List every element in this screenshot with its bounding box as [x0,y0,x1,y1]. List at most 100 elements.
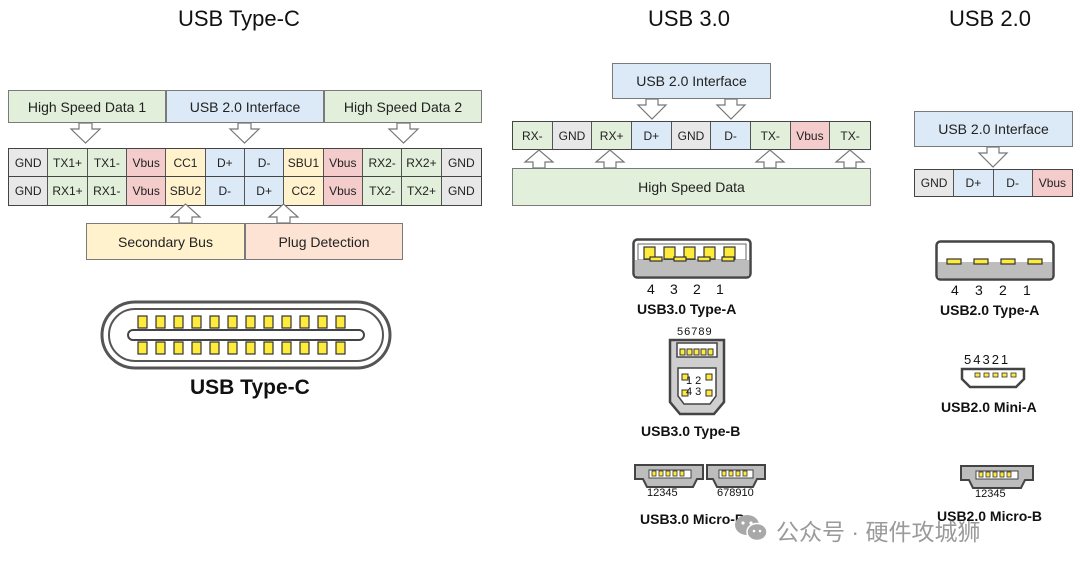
wechat-icon [735,515,768,542]
typec-contact-pin [335,315,346,329]
usb3-type-b-inner-top: 1 2 [686,375,702,387]
usb3-type-b-label: USB3.0 Type-B [641,423,741,439]
typec-contact-pin [155,341,166,355]
pin-d-plus: D+ [631,122,672,149]
typec-secondary-bus: Secondary Bus [86,223,245,260]
typec-contact-pin [245,315,256,329]
typec-contact-pin [227,315,238,329]
typec-usb2-interface: USB 2.0 Interface [166,90,324,123]
pin-rx2-plus: RX2+ [402,149,442,176]
pin-tx1-plus: TX1+ [48,149,88,176]
typec-contact-pin [173,315,184,329]
typec-connector-pins-bottom [137,341,346,355]
pin-rx1-plus: RX1+ [48,177,88,205]
usb3-micro-b-right-numbers: 678910 [717,487,754,499]
pin-d-minus: D- [244,149,285,176]
pin-gnd: GND [9,149,49,176]
typec-arrow-hsd2 [387,122,420,144]
typec-contact-pin [137,315,148,329]
pin-gnd: GND [441,149,481,176]
typec-plug-detection: Plug Detection [245,223,403,260]
typec-contact-pin [281,341,292,355]
pin-vbus: Vbus [323,149,363,176]
typec-arrow-hsd1 [69,122,102,144]
pin-gnd: GND [9,177,49,205]
usb3-type-b-drawing [668,338,726,416]
usb3-type-a-drawing [632,238,752,279]
usb2-arrow-down [977,146,1009,168]
typec-contact-pin [299,315,310,329]
pin-sbu2: SBU2 [166,177,206,205]
pin-vbus: Vbus [1032,170,1072,196]
usb2-type-a-label: USB2.0 Type-A [940,302,1040,318]
pin-cc2: CC2 [284,177,324,205]
typec-contact-pin [173,341,184,355]
pin-vbus: Vbus [126,149,167,176]
usb2-mini-a-drawing [960,367,1026,389]
typec-connector-pins-top [137,315,346,329]
usb3-micro-b-left-numbers: 12345 [647,487,678,499]
pin-tx2-plus: TX2+ [402,177,442,205]
pin-gnd: GND [915,170,955,196]
typec-arrow-plug [267,203,300,224]
usb2-micro-b-label: USB2.0 Micro-B [937,508,1043,524]
usb2-title: USB 2.0 [949,6,1031,31]
pin-rx-plus: RX+ [592,122,632,149]
typec-contact-pin [209,341,220,355]
usb3-high-speed-data: High Speed Data [512,168,871,206]
pin-vbus: Vbus [126,177,167,205]
typec-contact-pin [317,341,328,355]
usb3-title: USB 3.0 [648,6,730,31]
usb3-arrows-up [523,149,866,169]
typec-contact-pin [263,341,274,355]
pin-d-minus: D- [711,122,751,149]
pin-rx-minus: RX- [513,122,553,149]
typec-arrows-up [169,203,300,224]
pin-sbu1: SBU1 [284,149,324,176]
typec-contact-pin [191,341,202,355]
usb2-usb2-interface: USB 2.0 Interface [914,111,1073,147]
usb2-mini-a-label: USB2.0 Mini-A [941,399,1037,415]
typec-contact-pin [299,341,310,355]
pin-d-plus: D+ [205,149,245,176]
pin-cc1: CC1 [166,149,206,176]
usb3-type-b-inner-bottom: 4 3 [686,386,702,398]
typec-high-speed-data-2: High Speed Data 2 [324,90,482,123]
typec-contact-pin [137,341,148,355]
pin-rx2-minus: RX2- [362,149,403,176]
typec-contact-pin [245,341,256,355]
pin-gnd: GND [552,122,593,149]
typec-arrow-usb2 [228,122,261,144]
usb2-mini-a-numbers: 54321 [964,352,1011,367]
usb3-arrows-down [636,98,747,120]
pin-rx1-minus: RX1- [87,177,127,205]
typec-contact-pin [263,315,274,329]
typec-arrows-down [69,122,420,144]
pin-d-plus: D+ [954,170,994,196]
pin-gnd: GND [671,122,712,149]
usb3-micro-b-drawing [634,464,766,488]
pin-d-minus: D- [993,170,1033,196]
typec-contact-pin [227,341,238,355]
pin-vbus: Vbus [323,177,363,205]
pin-gnd: GND [441,177,481,205]
typec-contact-pin [317,315,328,329]
usb2-type-a-drawing [935,240,1055,281]
usb2-micro-b-drawing [960,465,1034,489]
typec-contact-pin [335,341,346,355]
pin-d-plus: D+ [244,177,285,205]
pin-tx-minus: TX- [750,122,791,149]
typec-high-speed-data-1: High Speed Data 1 [8,90,166,123]
usb3-micro-b-label: USB3.0 Micro-B [640,511,746,527]
typec-contact-pin [155,315,166,329]
usb3-type-b-top-numbers: 56789 [677,326,713,338]
usb-typec-title: USB Type-C [178,6,300,31]
usb3-usb2-interface: USB 2.0 Interface [612,63,771,99]
typec-arrow-secondary [169,203,202,224]
